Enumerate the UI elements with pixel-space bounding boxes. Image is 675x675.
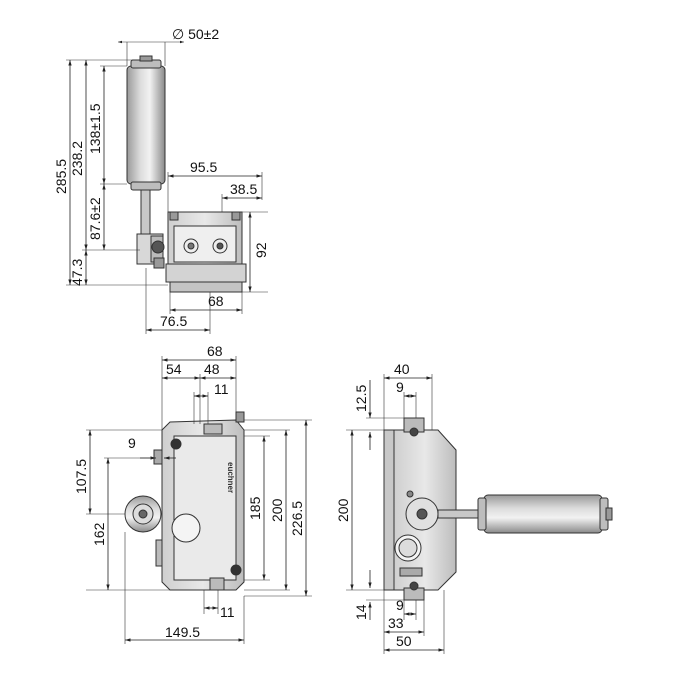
dim-68-front: 68: [207, 343, 223, 359]
front-view: euchner 68 54 48 11 9 107.5 162: [73, 343, 312, 644]
dim-11-top: 11: [214, 381, 229, 397]
brand-label: euchner: [226, 462, 235, 493]
dim-107-5: 107.5: [73, 459, 89, 494]
dim-238-2: 238.2: [69, 141, 85, 176]
top-view: ∅ 50±2 285.5 238.2 138±1.5 87.6±2 47.3 9…: [53, 26, 269, 334]
roller-top: [126, 55, 166, 191]
dim-33: 33: [388, 615, 404, 631]
dim-54: 54: [166, 361, 182, 377]
roller-front: [124, 495, 162, 533]
dim-92: 92: [253, 242, 269, 258]
dim-138: 138±1.5: [87, 103, 103, 154]
dim-285-5: 285.5: [53, 159, 69, 194]
hub-top: [136, 233, 165, 269]
dim-9-front: 9: [128, 435, 136, 451]
dim-47-3: 47.3: [69, 259, 85, 286]
switch-body-front: euchner: [153, 411, 245, 591]
dim-9-side-top: 9: [396, 379, 404, 395]
dim-11-bottom: 11: [220, 604, 235, 620]
dim-76-5: 76.5: [160, 313, 187, 329]
dim-95-5: 95.5: [190, 159, 217, 175]
dim-149-5: 149.5: [165, 624, 200, 640]
dim-200-front: 200: [269, 498, 285, 522]
dim-9-side-bottom: 9: [396, 597, 404, 613]
dim-50: 50: [396, 633, 412, 649]
dim-226-5: 226.5: [289, 501, 305, 536]
dim-48: 48: [204, 361, 220, 377]
dim-40: 40: [394, 361, 410, 377]
dim-87-6: 87.6±2: [87, 197, 103, 240]
side-view: 40 9 12.5 200 14 9 33 50: [335, 361, 613, 654]
dim-68-top: 68: [208, 293, 224, 309]
dim-200-side: 200: [335, 498, 351, 522]
switch-body-top: [165, 211, 247, 293]
dim-38-5: 38.5: [230, 181, 257, 197]
dim-14: 14: [353, 604, 369, 620]
dim-12-5: 12.5: [353, 385, 369, 412]
dim-185: 185: [247, 496, 263, 520]
dim-162: 162: [91, 522, 107, 546]
actuator-side: [405, 490, 485, 531]
dim-roller-diameter: ∅ 50±2: [172, 26, 219, 42]
lever-arm-top: [140, 189, 151, 237]
roller-side: [477, 494, 613, 534]
